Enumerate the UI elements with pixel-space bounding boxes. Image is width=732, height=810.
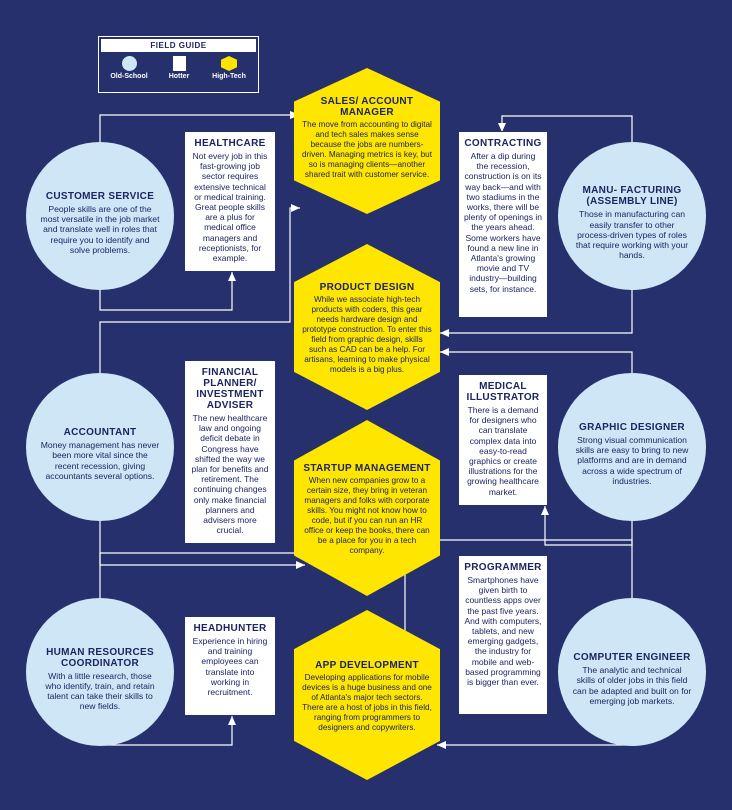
node-description: Those in manufacturing can easily transf… [575,209,689,261]
node-title: PROGRAMMER [464,562,542,573]
legend-item-old-school: Old-School [104,56,154,80]
node-hr-coordinator: HUMAN RESOURCES COORDINATOR With a littl… [26,598,174,746]
node-title: MEDICAL ILLUSTRATOR [466,381,540,403]
node-financial-planner: FINANCIAL PLANNER/ INVESTMENT ADVISER Th… [184,360,276,544]
node-product-design: PRODUCT DESIGN While we associate high-t… [294,244,440,410]
node-manufacturing: MANU- FACTURING (ASSEMBLY LINE) Those in… [558,142,706,290]
connector-computer-to-programmer [404,539,633,650]
node-title: PRODUCT DESIGN [319,281,415,293]
node-description: When new companies grow to a certain siz… [304,475,430,555]
circle-swatch-icon [121,56,137,71]
legend-item-high-tech: High-Tech [204,56,254,80]
node-description: Strong visual communication skills are e… [575,434,689,486]
node-headhunter: HEADHUNTER Experience in hiring and trai… [184,616,276,716]
connector-graphic-to-medical [544,506,633,546]
node-description: People skills are one of the most versat… [40,203,160,255]
node-title: APP DEVELOPMENT [315,659,419,671]
node-description: After a dip during the recession, constr… [464,151,542,294]
node-description: With a little research, those who identi… [45,670,155,712]
connector-manufacturing-to-product-design [440,282,633,334]
node-title: CONTRACTING [464,138,542,149]
node-medical-illustrator: MEDICAL ILLUSTRATOR There is a demand fo… [458,374,548,506]
connector-customer-service-to-sales [99,114,290,150]
arrow-head [437,741,446,749]
node-computer-engineer: COMPUTER ENGINEER The analytic and techn… [558,598,706,746]
node-contracting: CONTRACTING After a dip during the reces… [458,131,548,318]
legend-items: Old-School Hotter High-Tech [101,52,256,90]
node-description: Developing applications for mobile devic… [302,672,432,732]
arrow-head [228,716,236,725]
arrow-head [440,329,449,337]
node-graphic-designer: GRAPHIC DESIGNER Strong visual communica… [558,373,706,521]
node-description: The move from accounting to digital and … [302,120,432,179]
node-description: Experience in hiring and training employ… [192,636,268,698]
node-title: STARTUP MANAGEMENT [303,462,431,474]
node-description: While we associate high-tech products wi… [302,294,432,374]
node-title: HUMAN RESOURCES COORDINATOR [46,646,154,669]
legend-label: Hotter [168,73,190,80]
square-swatch-icon [172,56,186,71]
node-title: ACCOUNTANT [63,427,137,439]
node-description: There is a demand for designers who can … [467,405,539,497]
node-title: MANU- FACTURING (ASSEMBLY LINE) [582,185,682,208]
node-description: The analytic and technical skills of old… [572,665,692,706]
hexagon-swatch-icon [221,56,237,71]
arrow-head [291,204,300,212]
legend-label: High-Tech [212,73,246,80]
node-title: CUSTOMER SERVICE [45,190,155,202]
node-title: HEADHUNTER [193,623,267,634]
node-description: Money management has never been more vit… [40,440,160,481]
connector-graphic-to-product [440,351,633,382]
node-customer-service: CUSTOMER SERVICE People skills are one o… [26,142,174,290]
legend-item-hotter: Hotter [154,56,204,80]
field-guide-legend: FIELD GUIDE Old-School Hotter High-Tech [98,36,259,93]
arrow-head [498,123,506,132]
node-description: Smartphones have given birth to countles… [464,575,542,688]
legend-title: FIELD GUIDE [150,41,207,50]
node-title: FINANCIAL PLANNER/ INVESTMENT ADVISER [196,367,264,411]
node-app-development: APP DEVELOPMENT Developing applications … [294,610,440,780]
node-title: COMPUTER ENGINEER [573,652,691,664]
arrow-head [541,506,549,515]
node-sales-account-manager: SALES/ ACCOUNT MANAGER The move from acc… [294,68,440,214]
node-description: Not every job in this fast-growing job s… [192,151,268,264]
node-title: GRAPHIC DESIGNER [579,421,685,433]
arrow-head [228,272,236,281]
arrow-head [440,348,449,356]
node-description: The new healthcare law and ongoing defic… [191,413,269,536]
connector-customer-service-to-healthcare [99,272,233,311]
node-programmer: PROGRAMMER Smartphones have given birth … [458,555,548,715]
legend-label: Old-School [110,73,148,80]
node-title: HEALTHCARE [194,138,266,149]
node-startup-management: STARTUP MANAGEMENT When new companies gr… [294,420,440,596]
connector-hr-to-startup [99,552,305,608]
node-accountant: ACCOUNTANT Money management has never be… [26,373,174,521]
node-title: SALES/ ACCOUNT MANAGER [320,96,414,118]
arrow-head [296,561,305,569]
node-healthcare: HEALTHCARE Not every job in this fast-gr… [184,131,276,272]
